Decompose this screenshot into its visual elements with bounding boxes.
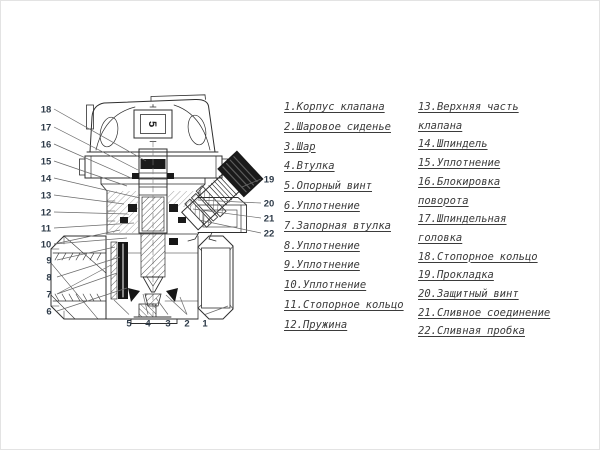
display-window: 5 xyxy=(133,104,173,142)
legend-item-2: 2.Шаровое сиденье xyxy=(284,120,391,133)
legend-item-15: 15.Уплотнение xyxy=(418,157,501,170)
legend-item-17: 17.Шпиндельная головка xyxy=(418,213,507,244)
drain-assembly xyxy=(181,150,264,242)
legend-item-3: 3.Шар xyxy=(284,140,316,153)
callout-number-22: 22 xyxy=(264,228,275,239)
actuator-head: 5 xyxy=(86,94,219,157)
callout-number-19: 19 xyxy=(264,174,275,185)
callout-number-15: 15 xyxy=(41,156,52,167)
callout-number-2: 2 xyxy=(184,318,189,329)
leader-line-12 xyxy=(53,211,130,215)
legend-item-21: 21.Сливное соединение xyxy=(418,306,551,319)
legend-item-5: 5.Опорный винт xyxy=(284,180,373,193)
callout-number-5: 5 xyxy=(126,318,132,329)
leader-line-10 xyxy=(53,229,121,245)
callout-number-8: 8 xyxy=(46,272,51,283)
legend-item-14: 14.Шпиндель xyxy=(418,138,488,151)
legend-column-2: 13.Верхняя часть клапана 14.Шпиндель 15.… xyxy=(418,98,553,341)
callout-number-9: 9 xyxy=(46,255,51,266)
valve-body xyxy=(50,232,234,324)
leader-line-6 xyxy=(56,287,128,312)
legend-item-11: 11.Стопорное кольцо xyxy=(284,298,404,311)
leader-line-4 xyxy=(142,293,149,315)
leader-line-11 xyxy=(53,222,135,229)
leader-line-7 xyxy=(56,272,118,295)
legend-item-10: 10.Уплотнение xyxy=(284,279,367,292)
leader-line-17 xyxy=(53,126,139,171)
callout-number-20: 20 xyxy=(264,198,275,209)
leader-line-18 xyxy=(53,108,147,162)
leader-line-7 xyxy=(56,264,112,295)
callout-number-6: 6 xyxy=(46,306,51,317)
legend-item-9: 9.Уплотнение xyxy=(284,259,360,272)
display-value: 5 xyxy=(146,121,158,127)
callout-number-17: 17 xyxy=(41,122,52,133)
legend-item-19: 19.Прокладка xyxy=(418,269,494,282)
leader-line-19 xyxy=(241,178,262,188)
callout-number-11: 11 xyxy=(41,223,52,234)
callout-number-14: 14 xyxy=(41,173,52,184)
leader-line-9 xyxy=(56,246,116,261)
valve-drawing: 5 xyxy=(50,94,264,324)
leader-line-13 xyxy=(53,194,125,205)
legend-item-16: 16.Блокировка поворота xyxy=(418,175,501,207)
callout-number-16: 16 xyxy=(41,139,52,150)
legend-item-13: 13.Верхняя часть клапана xyxy=(418,101,519,132)
leader-line-15 xyxy=(53,160,128,187)
leader-line-2 xyxy=(165,294,188,315)
legend-item-1: 1.Корпус клапана xyxy=(284,101,385,113)
legend-item-18: 18.Стопорное кольцо xyxy=(418,250,538,263)
leader-line-22 xyxy=(198,219,262,234)
leader-line-2 xyxy=(179,296,188,315)
legend-item-20: 20.Защитный винт xyxy=(418,288,519,301)
callout-number-10: 10 xyxy=(41,239,52,250)
callout-number-7: 7 xyxy=(46,289,51,300)
leader-line-20 xyxy=(197,199,262,204)
leader-line-3 xyxy=(155,297,169,315)
legend-item-22: 22.Сливная пробка xyxy=(418,325,525,338)
leader-line-5 xyxy=(113,299,130,315)
legend-column-1: 1.Корпус клапана 2.Шаровое сиденье 3.Шар… xyxy=(284,98,415,336)
callout-number-1: 1 xyxy=(202,318,208,329)
legend-item-6: 6.Уплотнение xyxy=(284,199,360,212)
callout-number-3: 3 xyxy=(165,318,170,329)
callout-number-21: 21 xyxy=(264,213,275,224)
callout-number-4: 4 xyxy=(145,318,151,329)
leader-line-1 xyxy=(204,305,229,315)
legend-item-12: 12.Пружина xyxy=(284,318,348,331)
legend-item-4: 4.Втулка xyxy=(284,160,335,173)
callout-number-18: 18 xyxy=(41,104,52,115)
leader-line-21 xyxy=(192,208,262,219)
callout-number-12: 12 xyxy=(41,207,52,218)
leader-line-14 xyxy=(53,177,141,199)
callout-number-13: 13 xyxy=(41,190,52,201)
leader-line-8 xyxy=(56,256,121,278)
legend-item-7: 7.Запорная втулка xyxy=(284,219,391,232)
leader-line-10 xyxy=(53,237,128,245)
legend-item-8: 8.Уплотнение xyxy=(284,239,360,252)
leader-line-16 xyxy=(53,143,132,179)
